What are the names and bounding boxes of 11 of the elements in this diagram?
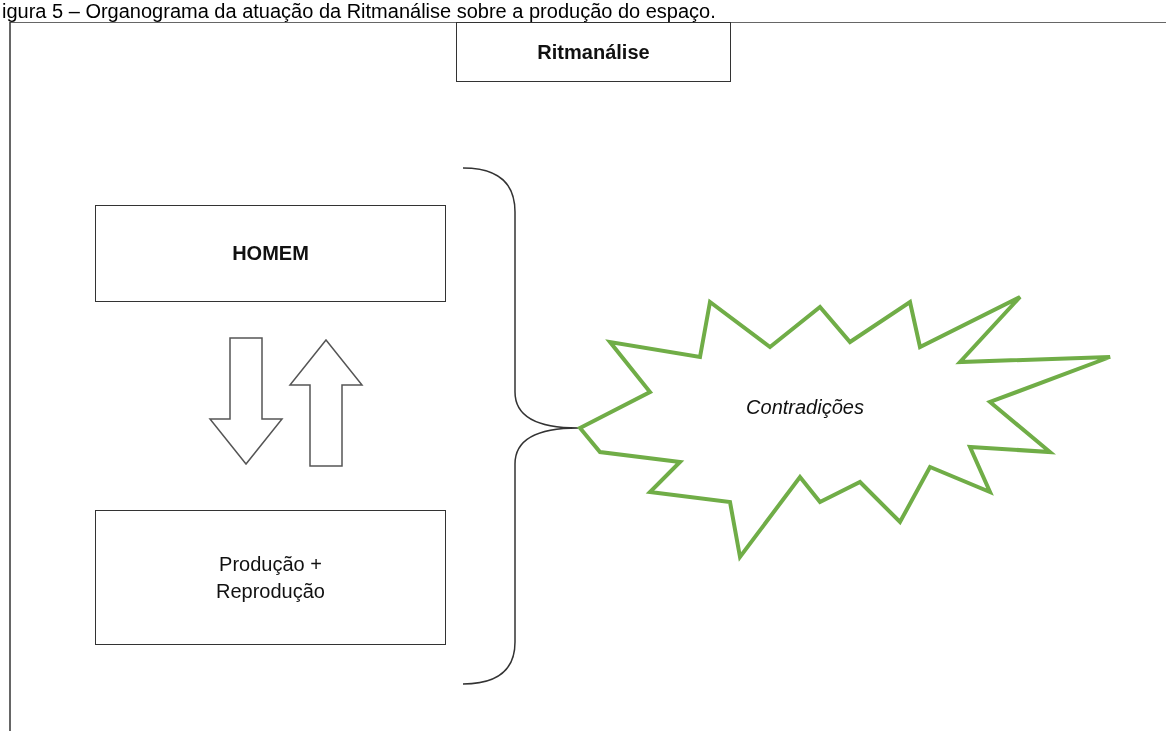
node-label: HOMEM [232,241,309,266]
node-label: Contradições [746,394,864,420]
block-arrow [208,337,284,466]
block-arrow [288,338,364,467]
text-box [95,510,446,645]
figure-caption: igura 5 – Organograma da atuação da Ritmanálise sobre a produção do espaço. [2,0,716,22]
node-label: Ritmanálise [537,39,650,65]
node-label: Produção + Reprodução [215,551,326,604]
starburst-shape [576,295,1112,562]
text-box [95,205,446,302]
text-box [456,22,731,82]
